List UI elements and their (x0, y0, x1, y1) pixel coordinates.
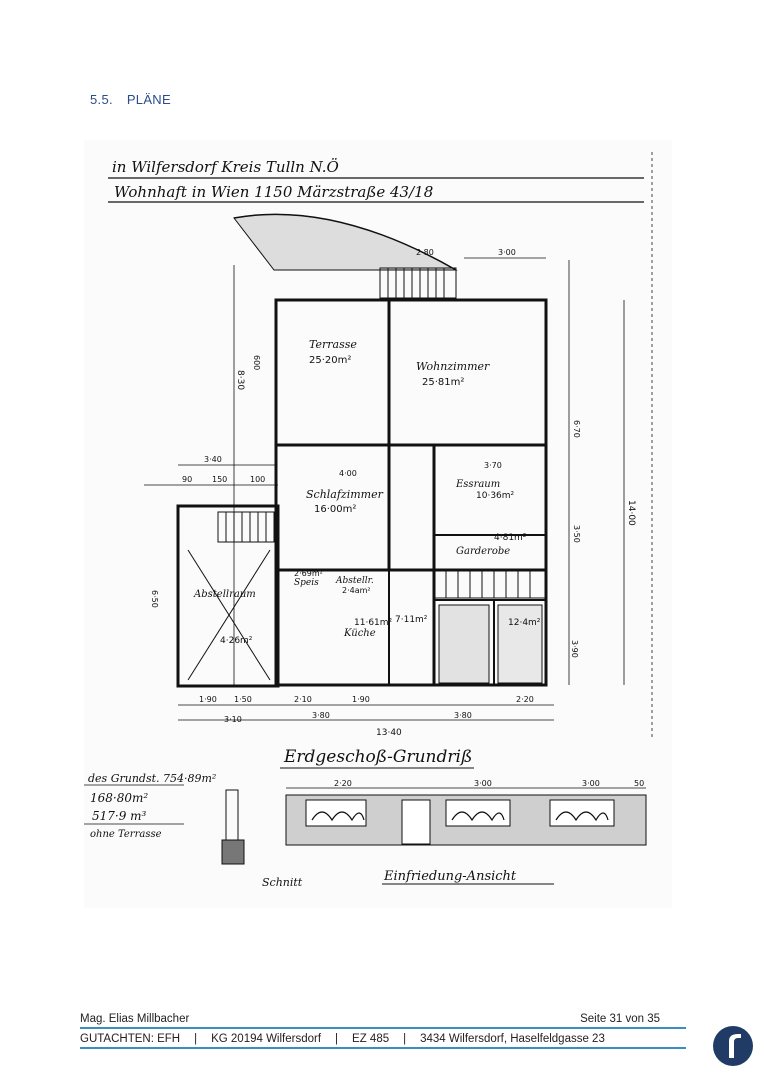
room-garderobe-area: 4·81m² (494, 533, 527, 543)
dim-d19: 2·80 (416, 248, 434, 257)
stats-line1: des Grundst. 754·89m² (88, 772, 216, 785)
room-kueche-label: Küche (343, 628, 376, 639)
footer-address: 3434 Wilfersdorf, Haselfeldgasse 23 (420, 1033, 605, 1045)
section-label: Schnitt (262, 876, 303, 889)
footer-page-number: Seite 31 von 35 (580, 1013, 660, 1025)
dim-d8: 1·50 (234, 695, 252, 704)
room-speis-area: 2·69m² (294, 569, 323, 578)
page-footer: Mag. Elias Millbacher Seite 31 von 35 GU… (80, 1010, 686, 1049)
plan-header-line2: Wohnhaft in Wien 1150 Märzstraße 43/18 (114, 183, 433, 201)
footer-author: Mag. Elias Millbacher (80, 1013, 190, 1025)
dim-d17: 3·50 (572, 525, 581, 543)
dim-d11: 2·20 (516, 695, 534, 704)
footer-separator: | (335, 1033, 339, 1045)
footer-row-2: GUTACHTEN: EFH | KG 20194 Wilfersdorf | EZ 4… (80, 1029, 686, 1049)
footer-details: GUTACHTEN: EFH | KG 20194 Wilfersdorf | EZ 4… (80, 1033, 605, 1045)
room-abstellraum-label: Abstellraum (193, 589, 256, 600)
footer-kg: KG 20194 Wilfersdorf (211, 1033, 322, 1045)
room-schlafzimmer-area: 16·00m² (314, 504, 356, 515)
dim-d9: 2·10 (294, 695, 312, 704)
section-title: PLÄNE (126, 92, 171, 107)
dim-d7: 1·90 (199, 695, 217, 704)
dim-right-total: 14·00 (626, 500, 636, 526)
footer-report: GUTACHTEN: EFH (80, 1033, 181, 1045)
dim-d16: 600 (252, 355, 261, 370)
company-logo-icon (713, 1026, 753, 1066)
room-wohnzimmer-label: Wohnzimmer (416, 360, 490, 373)
room-bad-area: 7·11m² (395, 615, 428, 625)
room-garderobe-label: Garderobe (456, 546, 510, 557)
dim-d18: 3·80 (454, 711, 472, 720)
dim-d2: 3·80 (312, 711, 330, 720)
room-speis-label: Speis (294, 578, 319, 588)
footer-separator: | (194, 1033, 198, 1045)
room-abstellr2-area: 2·4am² (342, 586, 371, 595)
dim-left-total: 8·30 (235, 370, 245, 390)
room-schlafzimmer-label: Schlafzimmer (306, 488, 384, 501)
floor-plan-drawing: in Wilfersdorf Kreis Tulln N.Ö Wohnhaft … (84, 152, 653, 889)
dim-d20: 3·10 (224, 715, 242, 724)
room-kueche-area: 11·61m² (354, 618, 393, 628)
room-terrasse-area: 25·20m² (309, 355, 351, 366)
dim-d13: 90 (182, 475, 192, 484)
dim-d10: 1·90 (352, 695, 370, 704)
fence-label: Einfriedung-Ansicht (383, 869, 517, 884)
dim-d1: 3·40 (204, 455, 222, 464)
dim-d3: 4·00 (339, 469, 357, 478)
fence-dim-c: 3·00 (582, 779, 600, 788)
room-terrasse-label: Terrasse (309, 338, 357, 351)
dim-d14: 150 (212, 475, 227, 484)
dim-top: 3·00 (498, 248, 516, 257)
floor-plan-scan: in Wilfersdorf Kreis Tulln N.Ö Wohnhaft … (84, 140, 672, 908)
stats-line4: ohne Terrasse (90, 829, 162, 840)
dim-d4: 3·70 (484, 461, 502, 470)
fence-dim-b: 3·00 (474, 779, 492, 788)
plan-header-line1: in Wilfersdorf Kreis Tulln N.Ö (112, 158, 339, 176)
room-wc-area: 12·4m² (508, 618, 541, 628)
dim-bottom-total: 13·40 (376, 728, 402, 738)
room-wohnzimmer-area: 25·81m² (422, 377, 464, 388)
room-abstellr2-label: Abstellr. (335, 576, 374, 586)
footer-ez: EZ 485 (352, 1033, 390, 1045)
section-heading: 5.5. PLÄNE (90, 92, 181, 107)
stats-line3: 517·9 m³ (92, 809, 147, 823)
dim-d5: 6·70 (572, 420, 581, 438)
fence-dim-d: 50 (634, 779, 644, 788)
room-abstellraum-area: 4·26m² (220, 636, 253, 646)
footer-separator: | (403, 1033, 407, 1045)
dim-d15: 100 (250, 475, 265, 484)
fence-dim-a: 2·20 (334, 779, 352, 788)
footer-row-1: Mag. Elias Millbacher Seite 31 von 35 (80, 1010, 686, 1029)
dim-d12: 3·90 (570, 640, 579, 658)
plan-title: Erdgeschoß-Grundriß (283, 747, 472, 767)
section-number: 5.5. (90, 92, 113, 107)
room-essraum-label: Essraum (455, 479, 500, 490)
stats-line2: 168·80m² (90, 791, 148, 805)
room-essraum-area: 10·36m² (476, 491, 515, 501)
dim-d6: 6·50 (150, 590, 159, 608)
